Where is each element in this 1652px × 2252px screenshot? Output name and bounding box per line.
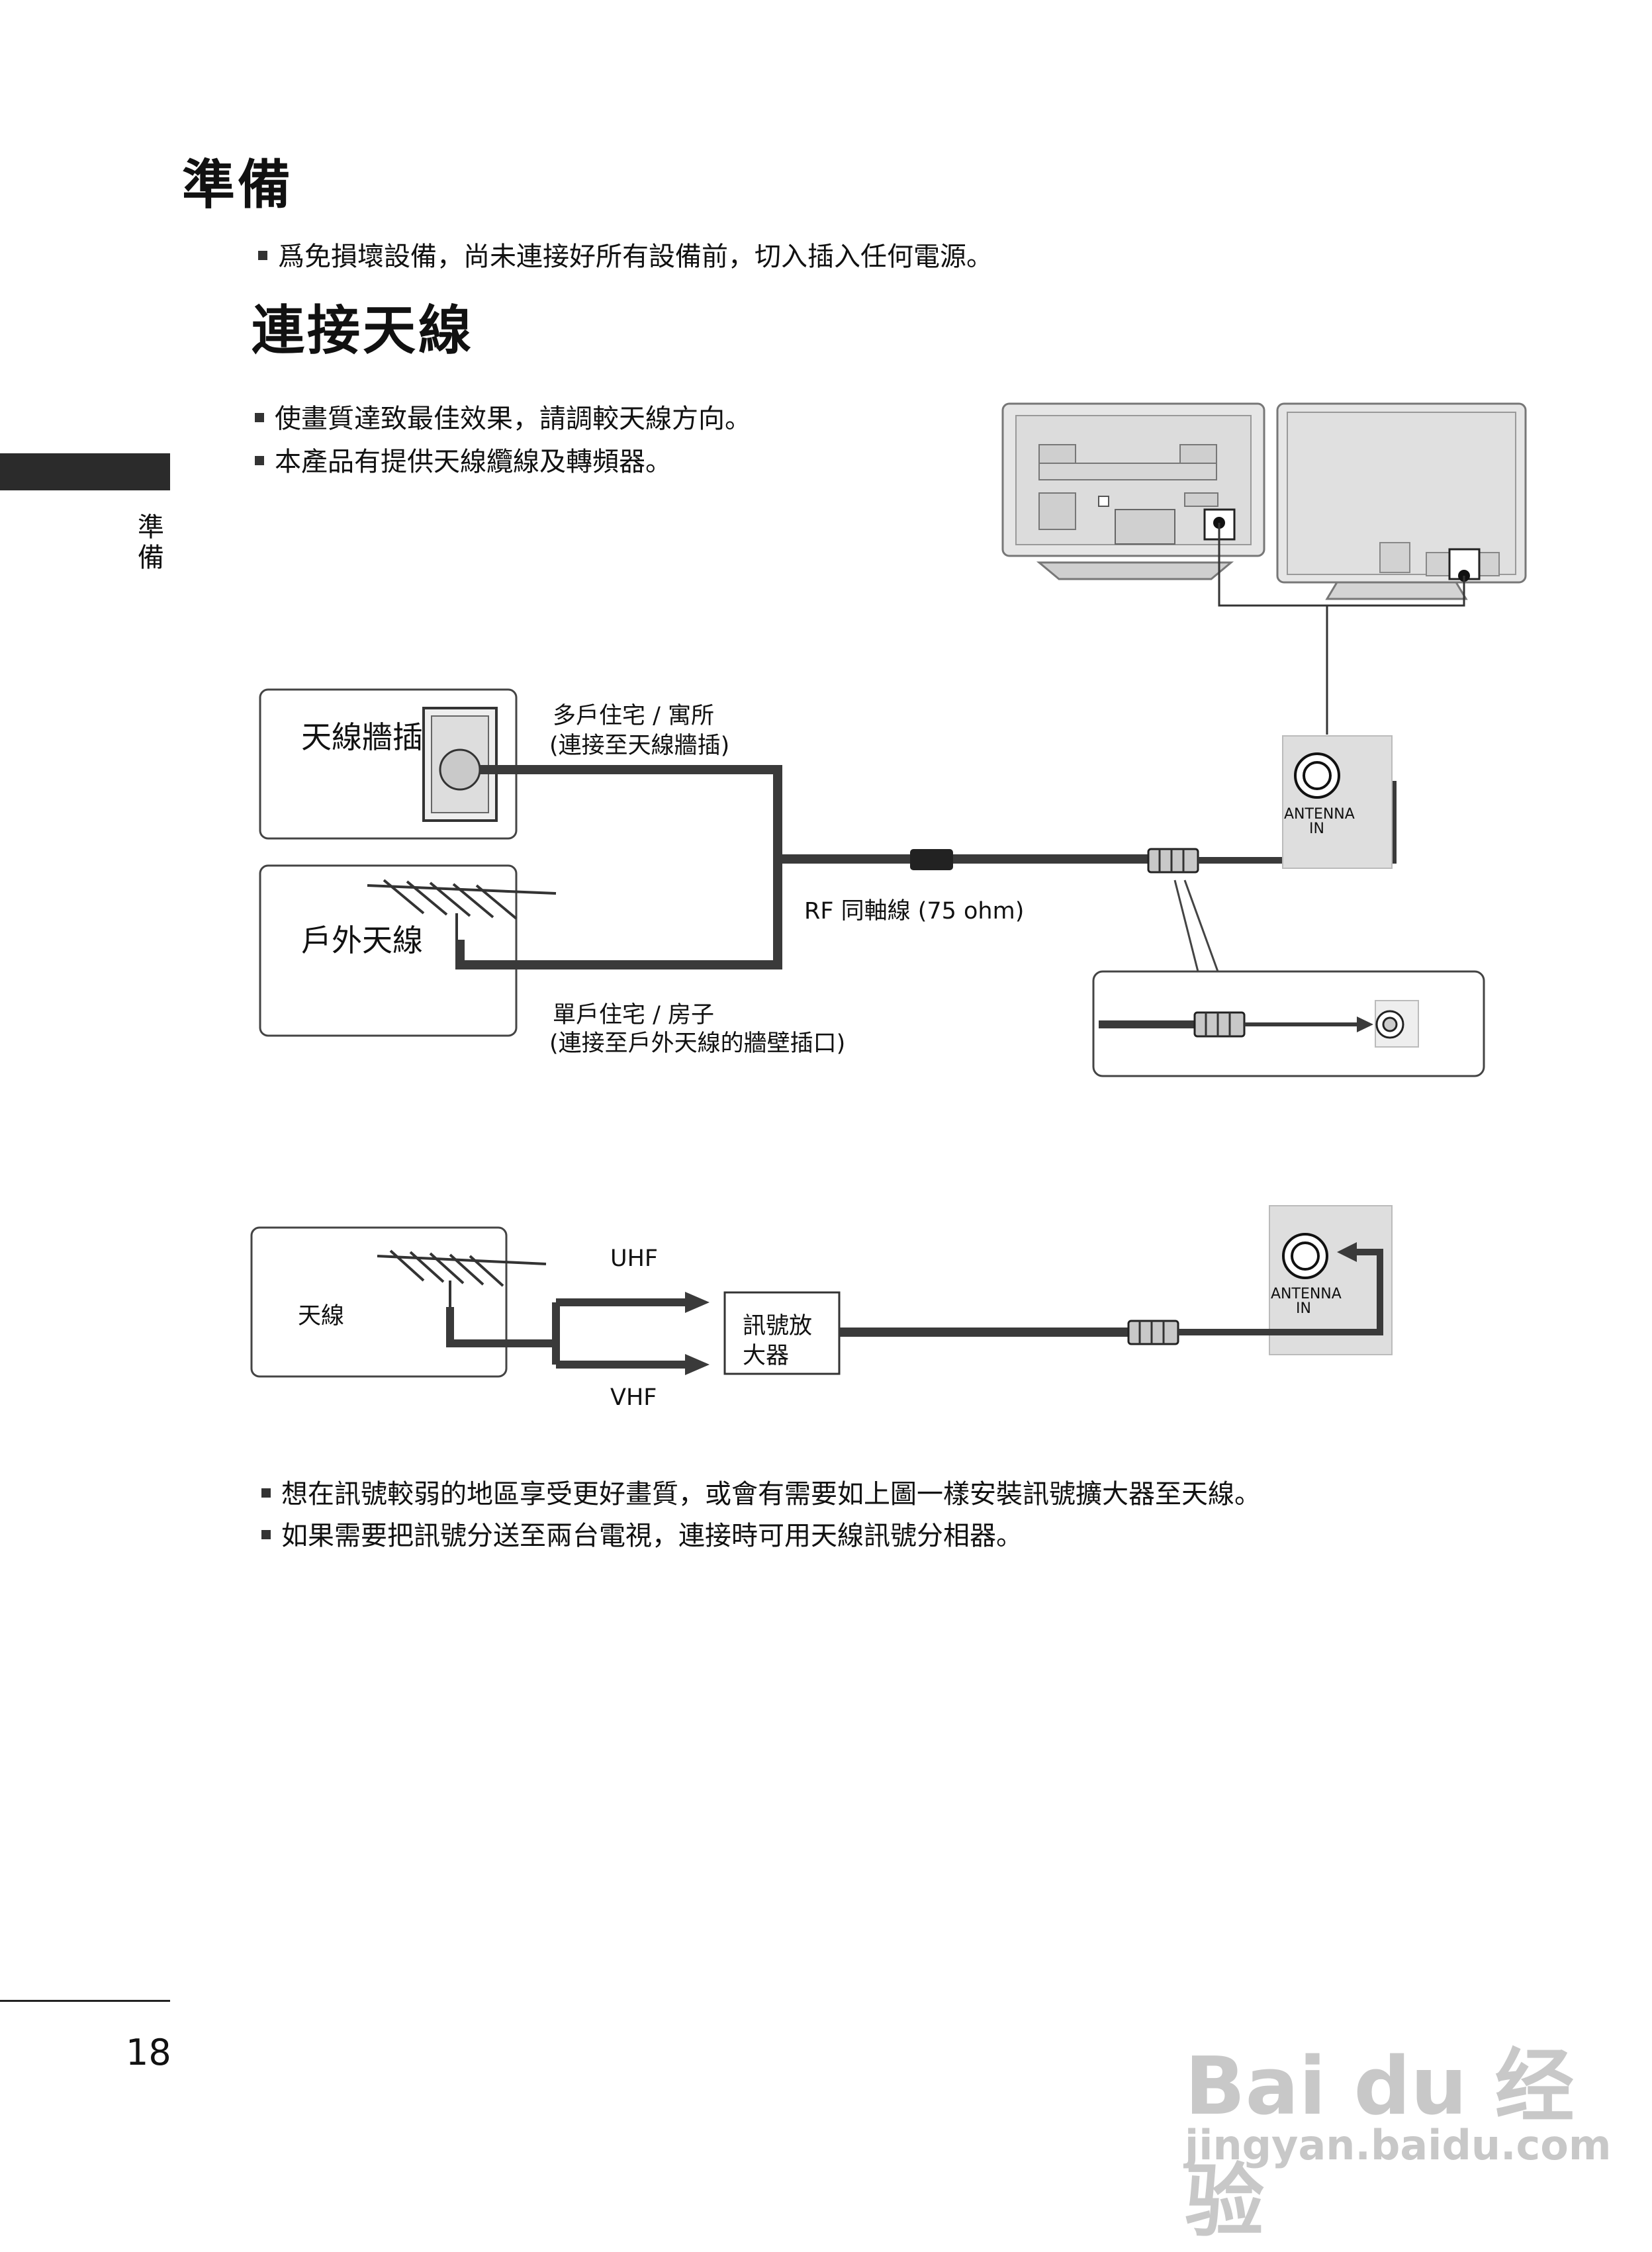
note-top-2: 本產品有提供天線纜線及轉頻器。	[255, 440, 672, 478]
section-title: 準備	[182, 154, 293, 216]
detail-socket-icon	[1375, 1000, 1419, 1048]
note-top-1-text: 使畫質達致最佳效果，請調較天線方向。	[275, 404, 751, 434]
watermark-url: jingyan.baidu.com	[1185, 2121, 1612, 2169]
antenna-port-icon	[1294, 752, 1340, 799]
footer-rule	[0, 2000, 170, 2002]
arrow-icon	[685, 1354, 710, 1375]
note-bottom-2-text: 如果需要把訊號分送至兩台電視，連接時可用天線訊號分相器。	[281, 1521, 1023, 1551]
antenna-in-label: ANTENNA	[1271, 1286, 1342, 1302]
watermark-brand: Bai du 经验	[1185, 2041, 1575, 2248]
outdoor-antenna-icon	[367, 879, 557, 940]
single-dwelling-sub-label: (連接至戶外天線的牆壁插口)	[549, 1030, 846, 1057]
antenna-port-icon	[1282, 1233, 1328, 1279]
note-bottom-1: 想在訊號較弱的地區享受更好畫質，或會有需要如上圖一樣安裝訊號擴大器至天線。	[261, 1472, 1261, 1511]
tv-back-lcd-illustration	[1276, 402, 1527, 600]
multi-dwelling-sub-label: (連接至天線牆插)	[549, 733, 730, 759]
antenna-in-label-2: IN	[1309, 821, 1324, 837]
wall-outlet-box	[259, 688, 518, 840]
note-bottom-1-text: 想在訊號較弱的地區享受更好畫質，或會有需要如上圖一樣安裝訊號擴大器至天線。	[281, 1479, 1261, 1509]
outdoor-antenna-title: 戶外天線	[301, 923, 423, 958]
intro-note-text: 爲免損壞設備，尚未連接好所有設備前，切入插入任何電源。	[278, 242, 993, 272]
wall-outlet-title: 天線牆插	[301, 719, 423, 755]
single-dwelling-label: 單戶住宅 / 房子	[553, 1002, 715, 1028]
bullet-icon	[261, 1488, 271, 1498]
vhf-label: VHF	[610, 1384, 657, 1411]
antenna-label: 天線	[298, 1303, 345, 1329]
amplifier-box	[723, 1291, 841, 1375]
wall-plate-icon	[422, 707, 498, 822]
antenna-in-panel	[1282, 735, 1393, 869]
splitter-cables	[446, 1298, 688, 1369]
side-tab-bar	[0, 453, 170, 490]
antenna-in-label: ANTENNA	[1284, 806, 1355, 823]
detail-plug-icon	[1193, 1011, 1246, 1038]
antenna-box	[250, 1226, 508, 1378]
amplifier-label-line2: 大器	[743, 1343, 790, 1369]
antenna-in-label-2: IN	[1296, 1300, 1311, 1317]
bullet-icon	[258, 251, 267, 260]
callout-lines	[1173, 879, 1219, 972]
bullet-icon	[261, 1530, 271, 1539]
arrow-icon	[1357, 1016, 1373, 1032]
subsection-title: 連接天線	[252, 300, 474, 361]
multi-dwelling-label: 多戶住宅 / 寓所	[553, 703, 715, 729]
bullet-icon	[255, 413, 264, 422]
coax-plug-icon	[1147, 848, 1199, 874]
side-tab-label: 準備	[133, 513, 163, 574]
page-number: 18	[126, 2032, 171, 2073]
uhf-label: UHF	[610, 1245, 659, 1272]
note-top-2-text: 本產品有提供天線纜線及轉頻器。	[275, 447, 672, 477]
tv-back-plasma-illustration	[1001, 402, 1265, 580]
note-bottom-2: 如果需要把訊號分送至兩台電視，連接時可用天線訊號分相器。	[261, 1514, 1023, 1553]
coax-plug-icon	[1127, 1320, 1179, 1345]
leader-lines	[1218, 523, 1465, 735]
note-top-1: 使畫質達致最佳效果，請調較天線方向。	[255, 397, 751, 435]
outdoor-antenna-box	[259, 864, 518, 1037]
intro-note: 爲免損壞設備，尚未連接好所有設備前，切入插入任何電源。	[258, 235, 993, 273]
antenna-icon	[377, 1249, 547, 1307]
bullet-icon	[255, 456, 264, 465]
ferrite-core-icon	[910, 849, 953, 870]
arrow-icon	[1337, 1242, 1357, 1262]
arrow-icon	[685, 1292, 710, 1313]
coax-cable-path	[455, 765, 1148, 969]
input-cable-2	[1178, 1249, 1383, 1335]
cable-label: RF 同軸線 (75 ohm)	[804, 898, 1025, 924]
amplifier-label-line1: 訊號放	[743, 1313, 813, 1339]
